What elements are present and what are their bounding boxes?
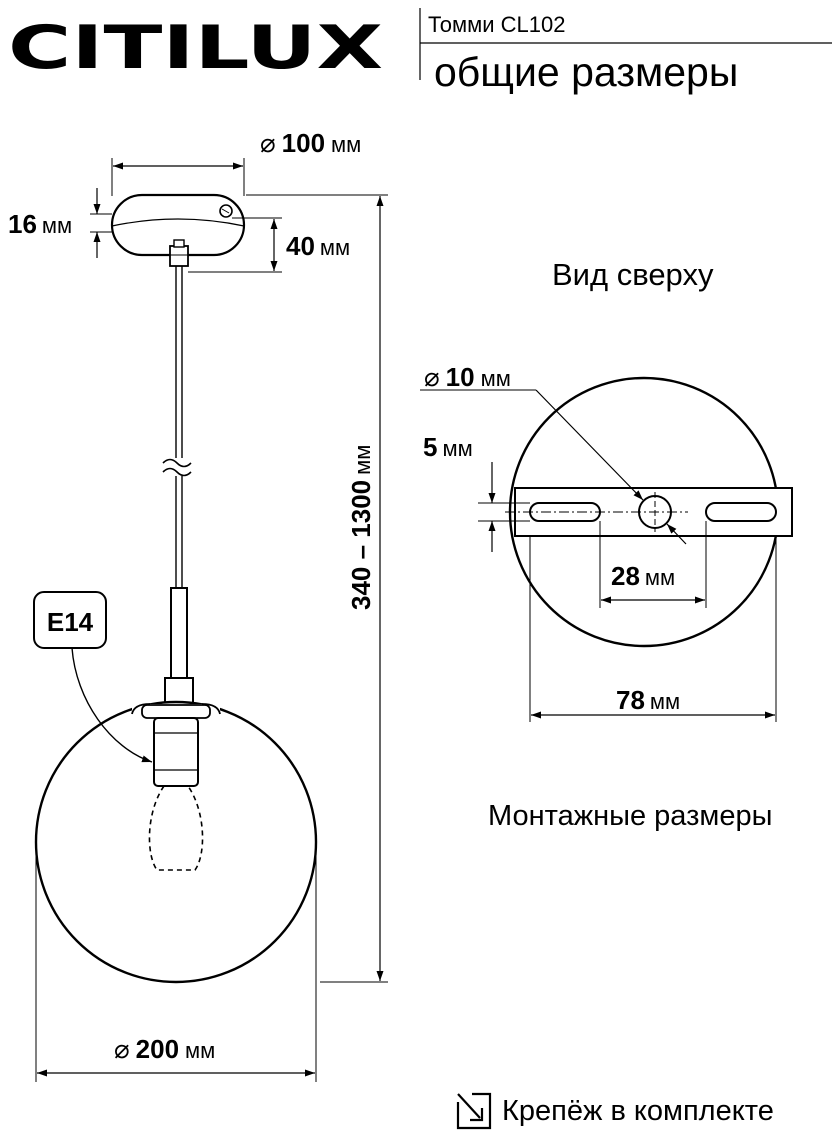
socket-type: E14 <box>47 607 94 637</box>
logo: CITILUX <box>8 13 383 83</box>
mounting-label: Монтажные размеры <box>488 800 772 832</box>
lamp-holder <box>164 587 194 707</box>
logo-text: CITILUX <box>8 13 383 83</box>
page-subtitle: общие размеры <box>434 49 738 95</box>
socket <box>153 717 199 787</box>
cord-grip <box>169 245 189 267</box>
bulb-outline <box>148 785 204 871</box>
svg-text:340 – 1300мм: 340 – 1300мм <box>346 445 376 610</box>
glass-shade <box>34 700 318 984</box>
cord <box>162 266 192 590</box>
canopy <box>110 193 246 267</box>
mounting-bracket <box>505 487 793 537</box>
hardware-note: Крепёж в комплекте <box>502 1095 774 1127</box>
break-mark <box>162 458 192 468</box>
hardware-icon <box>456 1092 492 1130</box>
socket-callout: E14 <box>33 591 153 763</box>
dimension-height-range: 340 – 1300мм <box>246 194 388 983</box>
bracket-slot-right <box>705 502 777 522</box>
shade-ring <box>141 704 211 719</box>
top-view-label: Вид сверху <box>552 257 714 292</box>
model-name: Томми CL102 <box>428 12 565 37</box>
svg-text:5мм: 5мм <box>423 432 473 462</box>
